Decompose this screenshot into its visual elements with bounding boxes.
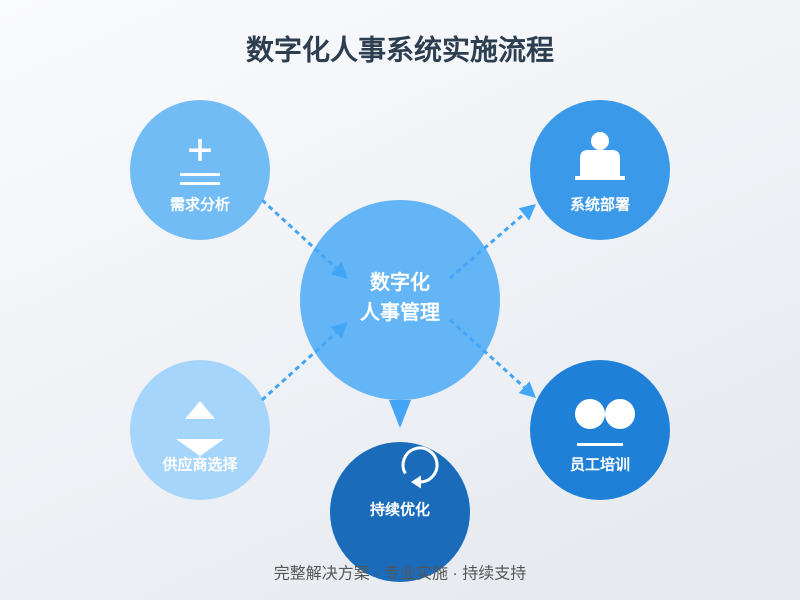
up-down-triangles-icon	[176, 401, 224, 456]
node-label: 系统部署	[570, 196, 630, 214]
arrow-line	[449, 212, 525, 280]
icon-left-circle	[575, 399, 605, 429]
node-circle	[530, 360, 670, 500]
up-triangle	[185, 401, 215, 419]
equals-top-bar	[180, 173, 220, 176]
node-label: 供应商选择	[161, 456, 238, 474]
node-label: 持续优化	[370, 501, 430, 519]
icon-underline	[577, 443, 623, 446]
refresh-arc	[401, 446, 439, 484]
node-employee-training: 员工培训	[530, 360, 670, 500]
center-node: 数字化 人事管理	[300, 200, 500, 400]
node-system-deployment: 系统部署	[530, 100, 670, 240]
node-label: 员工培训	[570, 456, 630, 474]
arrow-line	[448, 318, 526, 389]
footer-tagline: 完整解决方案 · 专业实施 · 持续支持	[274, 565, 526, 583]
flow-arrows	[260, 198, 536, 428]
icon-base	[575, 176, 625, 180]
arrowhead	[518, 204, 536, 221]
refresh-icon	[401, 446, 439, 489]
node-circle	[330, 442, 470, 582]
node-vendor-selection: 供应商选择	[130, 360, 270, 500]
icon-head	[591, 132, 609, 150]
arrow-line	[260, 331, 338, 402]
node-requirements-analysis: 需求分析	[130, 100, 270, 240]
arrow-line	[260, 198, 338, 270]
arrowhead	[330, 262, 348, 279]
down-triangle	[176, 439, 224, 456]
icon-screen	[580, 150, 620, 176]
arrow-center-to-deployment	[449, 204, 536, 280]
equals-bottom-bar	[180, 182, 220, 185]
center-label-line2: 人事管理	[360, 300, 440, 324]
page-title: 数字化人事系统实施流程	[246, 34, 554, 66]
node-label: 需求分析	[170, 196, 230, 214]
person-laptop-icon	[575, 132, 625, 180]
arrowhead	[518, 381, 536, 398]
two-people-icon	[575, 399, 635, 446]
plus-equals-icon	[180, 139, 220, 185]
arrow-vendor-to-center	[260, 322, 348, 402]
arrow-center-to-training	[448, 318, 536, 398]
arrow-center-to-optimization	[389, 400, 411, 428]
node-continuous-optimization: 持续优化	[330, 442, 470, 582]
refresh-arrowhead	[411, 475, 421, 489]
icon-right-circle	[605, 399, 635, 429]
center-circle	[300, 200, 500, 400]
node-circle	[130, 100, 270, 240]
arrow-requirements-to-center	[260, 198, 348, 279]
center-label-line1: 数字化	[370, 270, 430, 294]
arrowhead	[330, 322, 348, 339]
plus-vertical-bar	[198, 139, 202, 161]
node-circle	[130, 360, 270, 500]
